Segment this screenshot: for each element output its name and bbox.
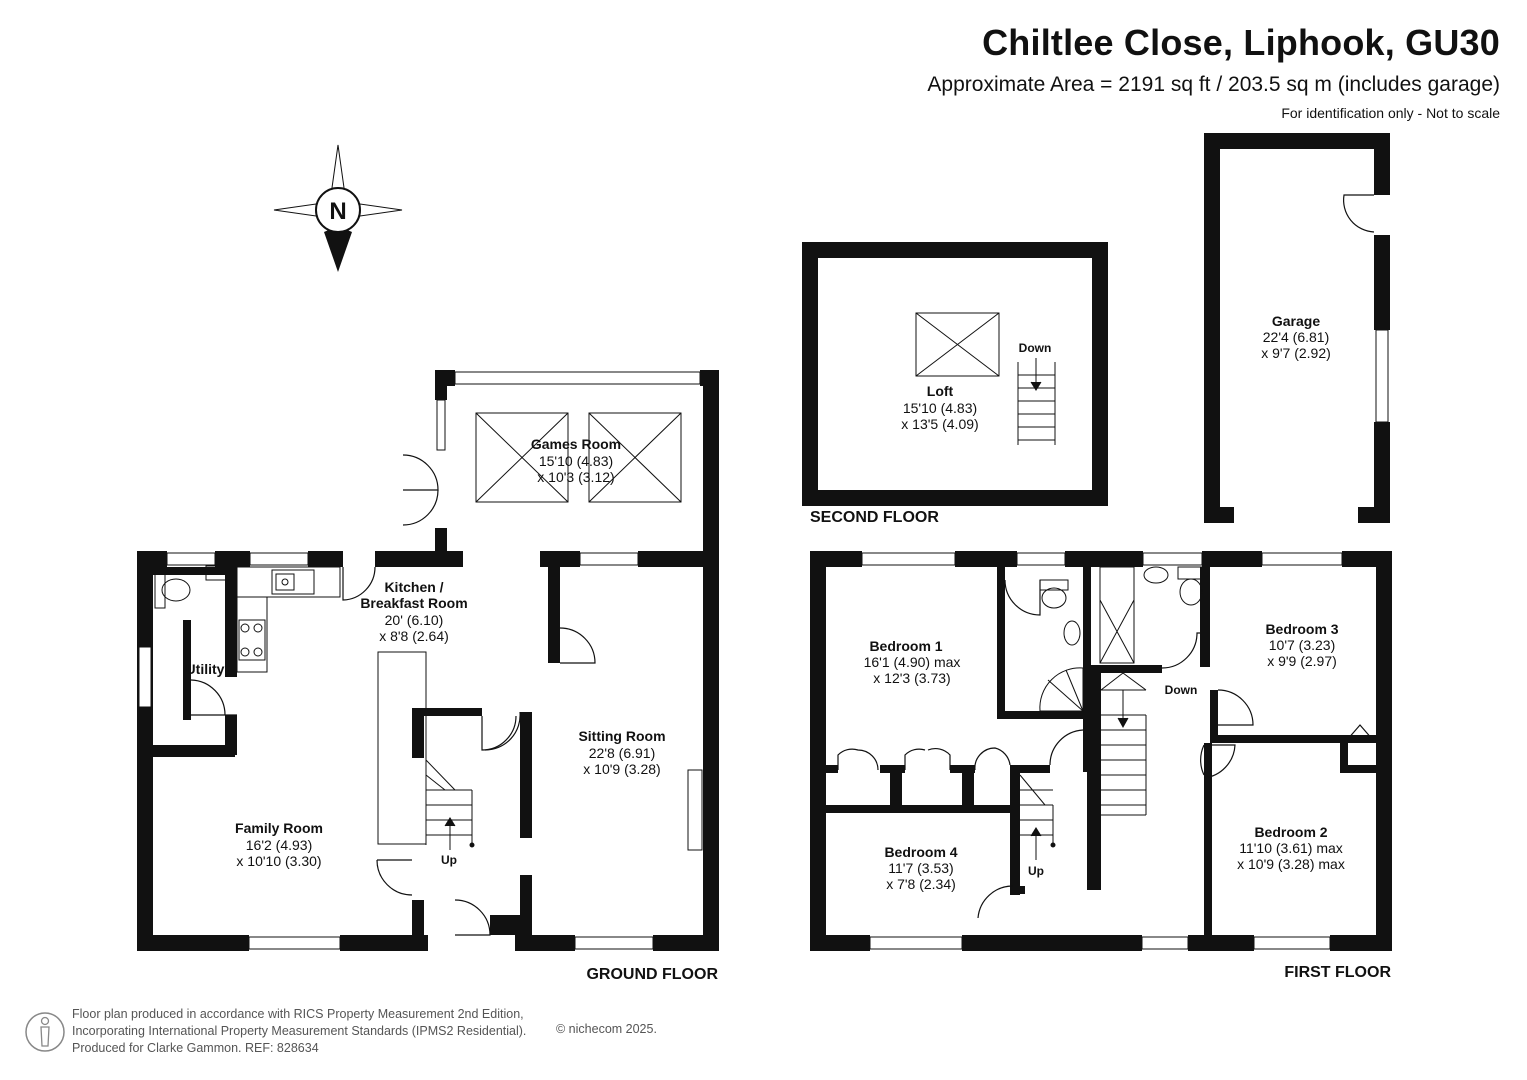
doors	[190, 194, 1375, 936]
property-title: Chiltlee Close, Liphook, GU30	[982, 22, 1500, 63]
loft-dim2: x 13'5 (4.09)	[901, 416, 978, 432]
identification-note: For identification only - Not to scale	[1281, 105, 1500, 121]
bedroom3-name: Bedroom 3	[1265, 621, 1338, 637]
kitchen-name-line2: Breakfast Room	[360, 595, 467, 611]
bedroom1-dim1: 16'1 (4.90) max	[864, 654, 961, 670]
loft-name: Loft	[927, 383, 954, 399]
bedroom4-name: Bedroom 4	[884, 844, 957, 860]
first-floor-walls	[810, 551, 1392, 951]
bedroom3-dim1: 10'7 (3.23)	[1269, 637, 1336, 653]
sitting-room-dim1: 22'8 (6.91)	[589, 745, 656, 761]
ground-floor-walls	[137, 370, 719, 951]
games-room-dim1: 15'10 (4.83)	[539, 453, 613, 469]
bathroom-fixtures	[1039, 566, 1205, 712]
kitchen-dim2: x 8'8 (2.64)	[379, 628, 449, 644]
utility-name: Utility	[186, 661, 225, 677]
first-floor-stairs-down	[1100, 672, 1147, 816]
sitting-room-dim2: x 10'9 (3.28)	[583, 761, 660, 777]
second-floor-label: SECOND FLOOR	[810, 509, 939, 526]
garage-dim2: x 9'7 (2.92)	[1261, 345, 1331, 361]
bedroom4-dim1: 11'7 (3.53)	[888, 860, 953, 876]
bedroom4-dim2: x 7'8 (2.34)	[886, 876, 956, 892]
games-room-name: Games Room	[531, 436, 621, 452]
bedroom2-name: Bedroom 2	[1254, 824, 1327, 840]
ground-stairs	[425, 759, 475, 850]
ground-floor-label: GROUND FLOOR	[586, 966, 718, 983]
compass-letter: N	[329, 198, 346, 225]
kitchen-island	[377, 651, 427, 845]
family-room-name: Family Room	[235, 820, 323, 836]
windows	[138, 329, 1389, 950]
footer-line1: Floor plan produced in accordance with R…	[72, 1007, 524, 1021]
garage-dim1: 22'4 (6.81)	[1263, 329, 1330, 345]
compass: N	[273, 144, 403, 272]
loft-stairs-down-label: Down	[1019, 341, 1052, 355]
bedroom2-dim2: x 10'9 (3.28) max	[1237, 856, 1345, 872]
kitchen-name-line1: Kitchen /	[384, 579, 443, 595]
loft-walls	[802, 242, 1108, 506]
compass-arrow-icon	[324, 226, 352, 272]
person-icon	[25, 1012, 65, 1052]
kitchen-fixtures	[154, 565, 427, 845]
first-floor-label: FIRST FLOOR	[1284, 964, 1391, 981]
family-room-dim2: x 10'10 (3.30)	[236, 853, 321, 869]
first-stairs-up-label: Up	[1028, 864, 1044, 878]
loft-stairs	[1017, 358, 1056, 445]
games-room-dim2: x 10'3 (3.12)	[537, 469, 614, 485]
family-room-dim1: 16'2 (4.93)	[246, 837, 313, 853]
skylights	[475, 312, 1000, 503]
garage-name: Garage	[1272, 313, 1320, 329]
approximate-area: Approximate Area = 2191 sq ft / 203.5 sq…	[927, 73, 1500, 96]
footer-notes: Floor plan produced in accordance with R…	[72, 1006, 526, 1057]
bedroom3-dim2: x 9'9 (2.97)	[1267, 653, 1337, 669]
first-floor-stairs-up	[1019, 774, 1056, 860]
sitting-room-name: Sitting Room	[578, 728, 665, 744]
first-stairs-down-label: Down	[1165, 683, 1198, 697]
footer-line3: Produced for Clarke Gammon. REF: 828634	[72, 1041, 319, 1055]
bedroom1-dim2: x 12'3 (3.73)	[873, 670, 950, 686]
ground-stairs-up-label: Up	[441, 853, 457, 867]
loft-dim1: 15'10 (4.83)	[903, 400, 977, 416]
bedroom1-name: Bedroom 1	[869, 638, 942, 654]
stairs	[425, 358, 1147, 860]
garage-walls	[1204, 133, 1390, 523]
kitchen-dim1: 20' (6.10)	[385, 612, 444, 628]
copyright-notice: © nichecom 2025.	[556, 1022, 657, 1036]
bedroom2-dim1: 11'10 (3.61) max	[1239, 840, 1343, 856]
footer-line2: Incorporating International Property Mea…	[72, 1024, 527, 1038]
